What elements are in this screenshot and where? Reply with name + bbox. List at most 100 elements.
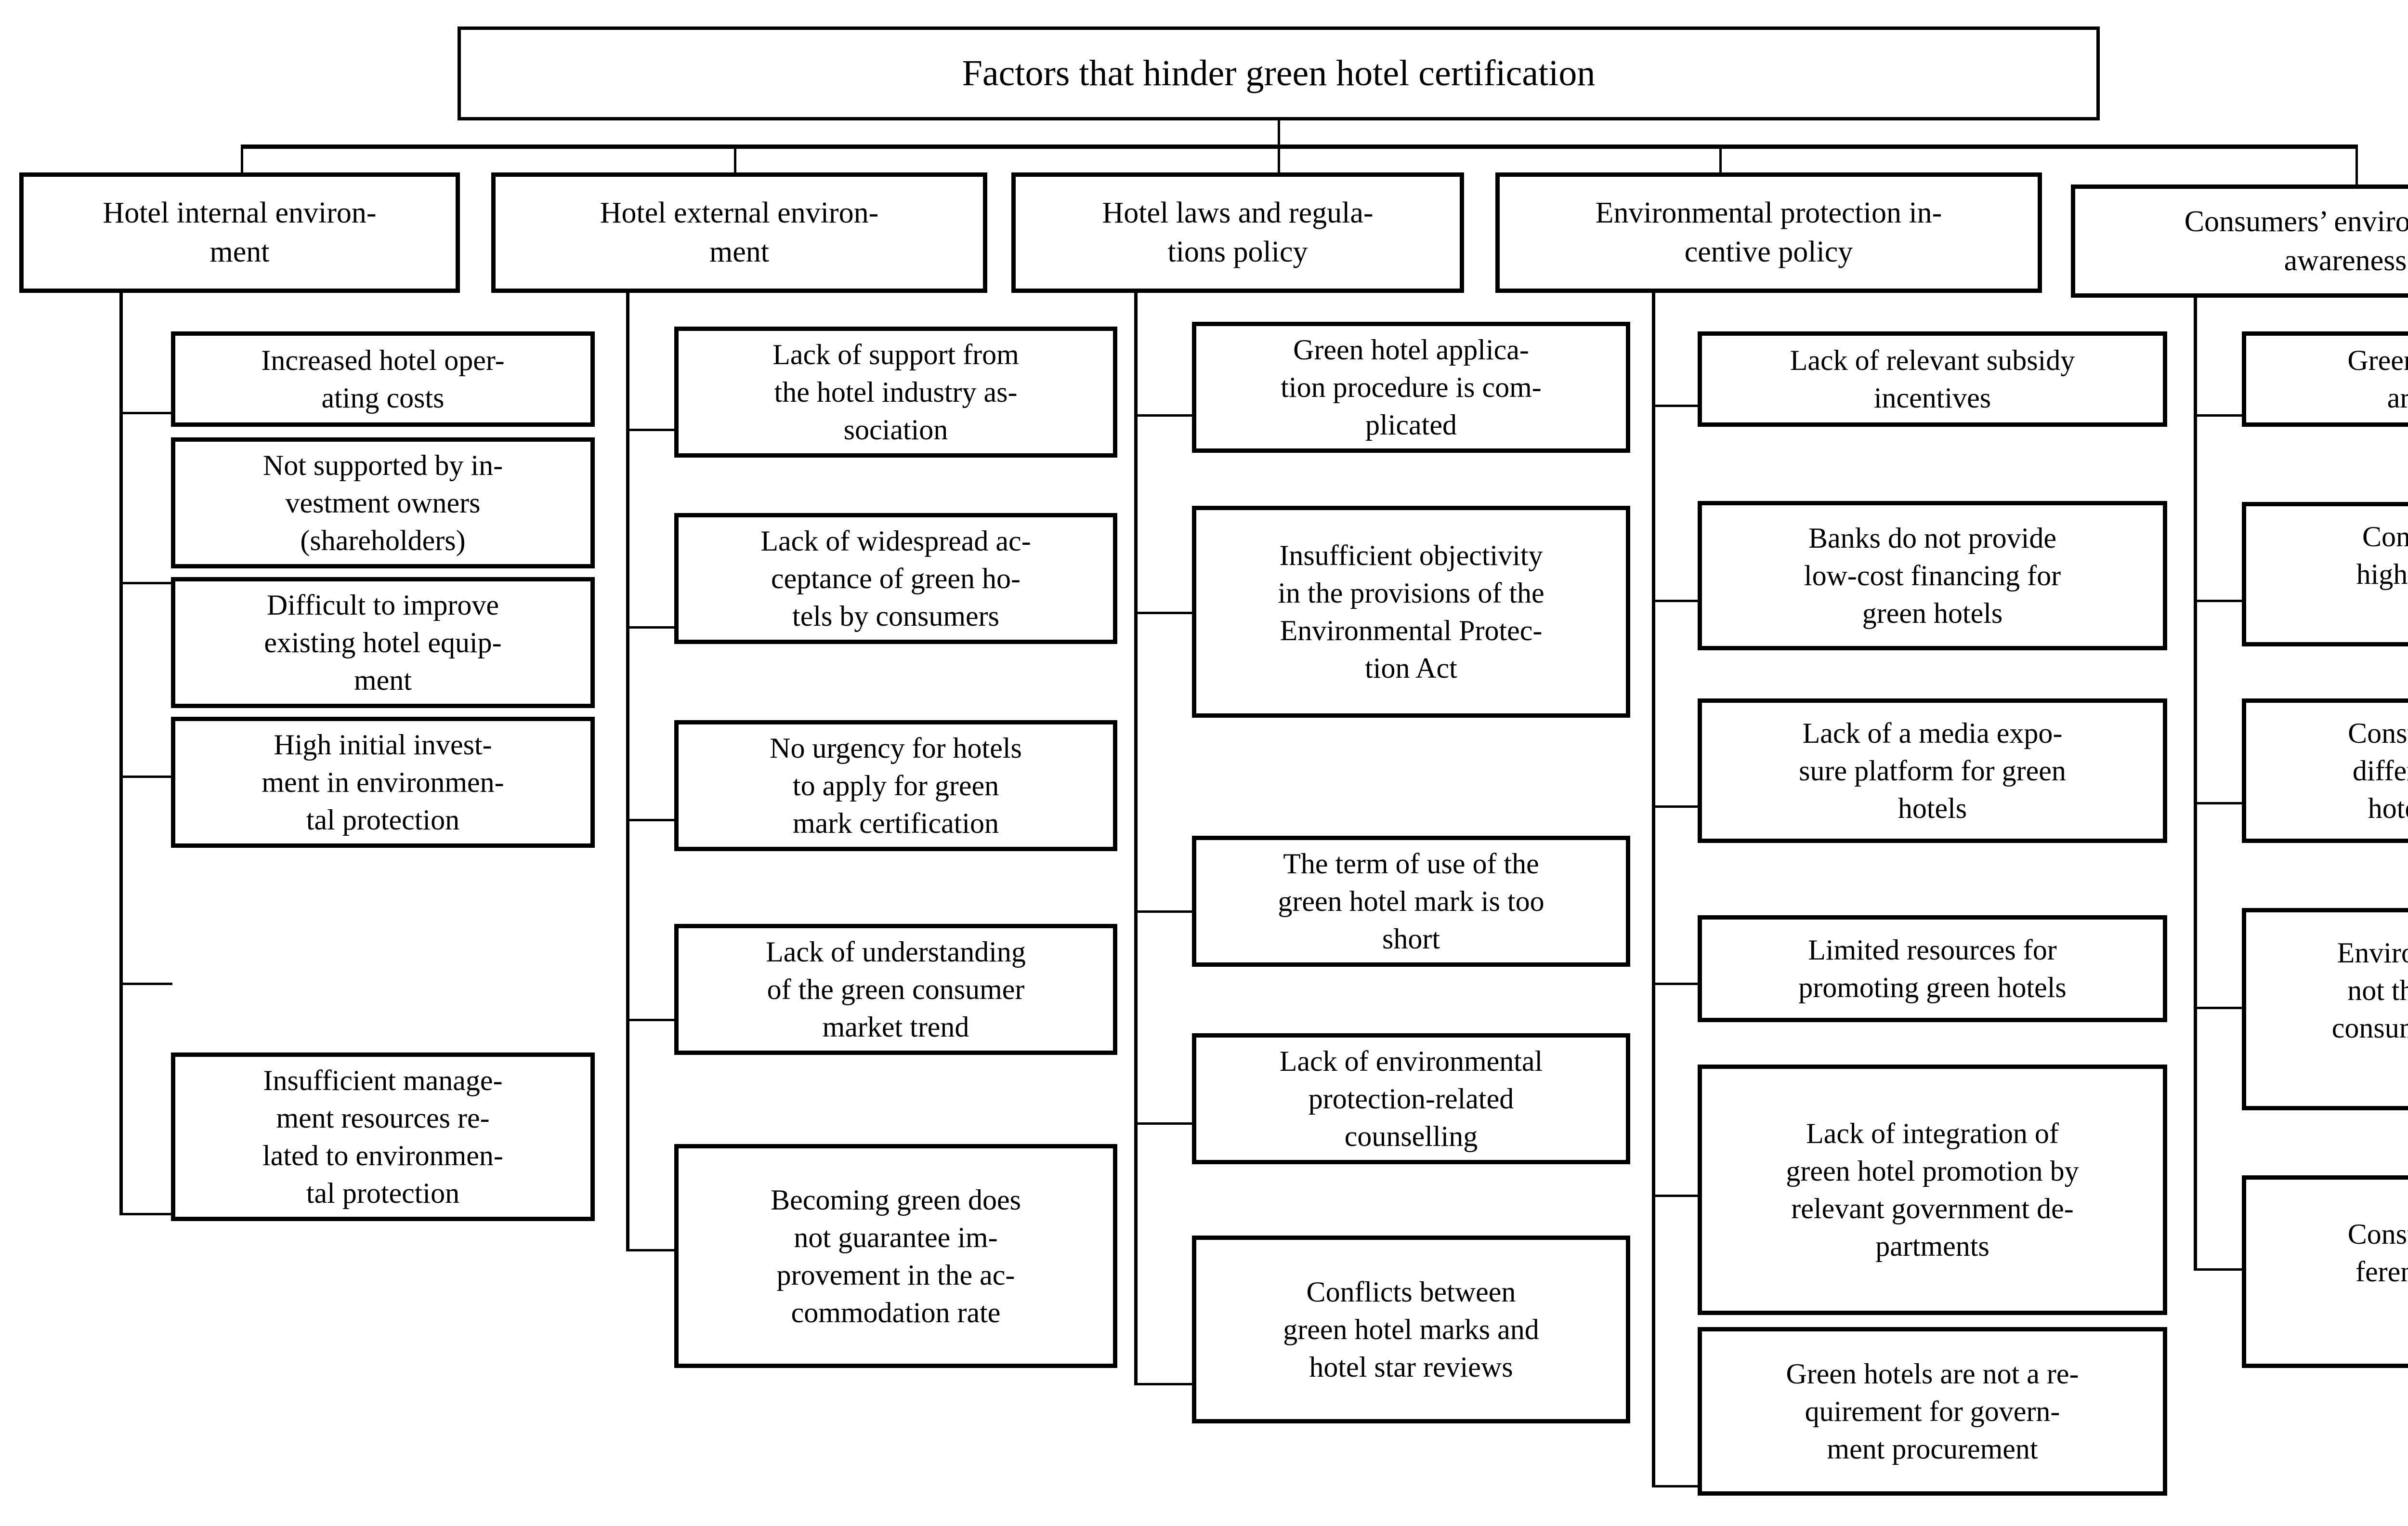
root-node-factors: Factors that hinder green hotel certific… bbox=[458, 26, 2100, 120]
leaf-node: Lack of widespread ac- ceptance of green… bbox=[674, 513, 1117, 644]
category-node-consumers-environmental-awareness: Consumers’ environmental awareness bbox=[2071, 184, 2408, 298]
leaf-label: Insufficient manage- ment resources re- … bbox=[262, 1065, 503, 1209]
leaf-label: Environmental protection is not the main… bbox=[2331, 937, 2408, 1044]
leaf-node: Green hotel applica- tion procedure is c… bbox=[1192, 322, 1630, 453]
connector-c4-leaf-4 bbox=[1652, 983, 1705, 985]
leaf-node: Limited resources for promoting green ho… bbox=[1698, 915, 2167, 1022]
leaf-node: Conflicts between green hotel marks and … bbox=[1192, 1236, 1630, 1423]
connector-c4-leaf-3 bbox=[1652, 805, 1705, 808]
connector-c4-leaf-5 bbox=[1652, 1195, 1705, 1197]
leaf-label: Lack of relevant subsidy incentives bbox=[1790, 344, 2075, 414]
category-node-environmental-protection-incentive-policy: Environmental protection in- centive pol… bbox=[1495, 172, 2042, 293]
leaf-node: The term of use of the green hotel mark … bbox=[1192, 836, 1630, 967]
connector-c3-leaf-4 bbox=[1134, 1122, 1194, 1125]
category-node-hotel-internal-environment: Hotel internal environ- ment bbox=[19, 172, 460, 293]
leaf-node: Green hotel-related marks are not well k… bbox=[2242, 331, 2408, 427]
connector-c2-leaf-1 bbox=[626, 429, 677, 431]
connector-c5-leaf-1 bbox=[2194, 414, 2247, 417]
connector-c3-leaf-2 bbox=[1134, 612, 1194, 614]
bus-drop-cat-5 bbox=[2356, 145, 2358, 212]
category-4-spine bbox=[1652, 293, 1655, 1487]
leaf-node: Lack of a media expo- sure platform for … bbox=[1698, 698, 2167, 843]
leaf-node: Insufficient objectivity in the provisio… bbox=[1192, 506, 1630, 718]
leaf-label: Lack of environmental protection-related… bbox=[1279, 1045, 1543, 1152]
leaf-label: Green hotel-related marks are not well k… bbox=[2347, 344, 2408, 414]
connector-c4-leaf-2 bbox=[1652, 600, 1705, 602]
bus-drop-cat-2 bbox=[734, 145, 736, 200]
connector-c1-leaf-2 bbox=[119, 582, 172, 584]
connector-c3-leaf-1 bbox=[1134, 414, 1194, 417]
leaf-label: Consumers do not have high environmental… bbox=[2356, 521, 2408, 590]
leaf-label: Lack of support from the hotel industry … bbox=[772, 339, 1019, 446]
leaf-label: Difficult to improve existing hotel equi… bbox=[264, 589, 502, 696]
connector-c2-leaf-4 bbox=[626, 1019, 677, 1021]
leaf-label: The term of use of the green hotel mark … bbox=[1278, 848, 1544, 955]
leaf-node: Lack of support from the hotel industry … bbox=[674, 327, 1117, 458]
category-label: Consumers’ environmental awareness bbox=[2184, 205, 2408, 277]
connector-c2-leaf-2 bbox=[626, 626, 677, 629]
category-label: Hotel laws and regula- tions policy bbox=[1102, 197, 1374, 268]
leaf-label: Lack of a media expo- sure platform for … bbox=[1799, 717, 2066, 824]
connector-c4-leaf-6 bbox=[1652, 1485, 1705, 1487]
leaf-label: No urgency for hotels to apply for green… bbox=[770, 732, 1022, 839]
leaf-node: Lack of environmental protection-related… bbox=[1192, 1033, 1630, 1164]
leaf-label: High initial invest- ment in environmen-… bbox=[262, 729, 504, 836]
leaf-node: Consumers do not have high environmental… bbox=[2242, 502, 2408, 646]
leaf-label: Lack of integration of green hotel promo… bbox=[1786, 1118, 2079, 1262]
root-node-label: Factors that hinder green hotel certific… bbox=[962, 53, 1596, 94]
leaf-node: Lack of understanding of the green consu… bbox=[674, 924, 1117, 1055]
connector-c4-leaf-1 bbox=[1652, 405, 1705, 407]
category-1-spine bbox=[119, 293, 123, 1215]
leaf-node: High initial invest- ment in environmen-… bbox=[171, 717, 595, 848]
category-label: Environmental protection in- centive pol… bbox=[1595, 197, 1942, 268]
leaf-label: Green hotels are not a re- quirement for… bbox=[1786, 1358, 2079, 1465]
leaf-node: Insufficient manage- ment resources re- … bbox=[171, 1052, 595, 1221]
leaf-node: Not supported by in- vestment owners (sh… bbox=[171, 437, 595, 568]
category-label: Hotel internal environ- ment bbox=[103, 197, 377, 268]
leaf-label: Insufficient objectivity in the provisio… bbox=[1278, 539, 1544, 684]
leaf-label: Consumers’ cognitive dif- ferences regar… bbox=[2347, 1218, 2408, 1288]
connector-c5-leaf-4 bbox=[2194, 1007, 2247, 1009]
category-node-hotel-laws-and-regulations-policy: Hotel laws and regula- tions policy bbox=[1011, 172, 1464, 293]
leaf-node: Consumers’ cognitive dif- ferences regar… bbox=[2242, 1175, 2408, 1368]
leaf-node: Environmental protection is not the main… bbox=[2242, 908, 2408, 1110]
leaf-label: Banks do not provide low-cost financing … bbox=[1804, 522, 2061, 629]
category-5-spine bbox=[2194, 298, 2197, 1271]
connector-c1-leaf-3 bbox=[119, 776, 172, 778]
leaf-node: Banks do not provide low-cost financing … bbox=[1698, 501, 2167, 650]
connector-c3-leaf-5 bbox=[1134, 1383, 1194, 1385]
leaf-node: Lack of integration of green hotel promo… bbox=[1698, 1065, 2167, 1315]
leaf-label: Lack of understanding of the green consu… bbox=[766, 936, 1026, 1043]
leaf-label: Limited resources for promoting green ho… bbox=[1798, 934, 2067, 1003]
bus-drop-cat-4 bbox=[1719, 145, 1722, 200]
category-bus-line bbox=[241, 145, 2358, 149]
connector-c1-leaf-1 bbox=[119, 412, 172, 414]
connector-c2-leaf-3 bbox=[626, 819, 677, 821]
leaf-node: Green hotels are not a re- quirement for… bbox=[1698, 1327, 2167, 1496]
root-drop-line bbox=[1278, 120, 1280, 147]
leaf-node: Lack of relevant subsidy incentives bbox=[1698, 331, 2167, 427]
connector-c1-leaf-5 bbox=[119, 1213, 172, 1215]
leaf-node: Becoming green does not guarantee im- pr… bbox=[674, 1144, 1117, 1368]
category-node-hotel-external-environment: Hotel external environ- ment bbox=[491, 172, 987, 293]
leaf-node: Difficult to improve existing hotel equi… bbox=[171, 577, 595, 708]
category-2-spine bbox=[626, 293, 629, 1251]
connector-c1-leaf-4 bbox=[119, 983, 172, 985]
leaf-label: Green hotel applica- tion procedure is c… bbox=[1281, 334, 1542, 441]
category-label: Hotel external environ- ment bbox=[600, 197, 879, 268]
connector-c5-leaf-5 bbox=[2194, 1268, 2247, 1271]
leaf-node: No urgency for hotels to apply for green… bbox=[674, 720, 1117, 851]
connector-c3-leaf-3 bbox=[1134, 910, 1194, 913]
leaf-label: Conflicts between green hotel marks and … bbox=[1283, 1276, 1539, 1383]
category-3-spine bbox=[1134, 293, 1138, 1385]
bus-drop-cat-3 bbox=[1278, 145, 1280, 200]
leaf-label: Becoming green does not guarantee im- pr… bbox=[771, 1184, 1021, 1329]
connector-c2-leaf-5 bbox=[626, 1249, 677, 1251]
connector-c5-leaf-3 bbox=[2194, 802, 2247, 804]
leaf-label: Lack of widespread ac- ceptance of green… bbox=[760, 525, 1031, 632]
connector-c5-leaf-2 bbox=[2194, 600, 2247, 602]
bus-drop-cat-1 bbox=[241, 145, 243, 200]
